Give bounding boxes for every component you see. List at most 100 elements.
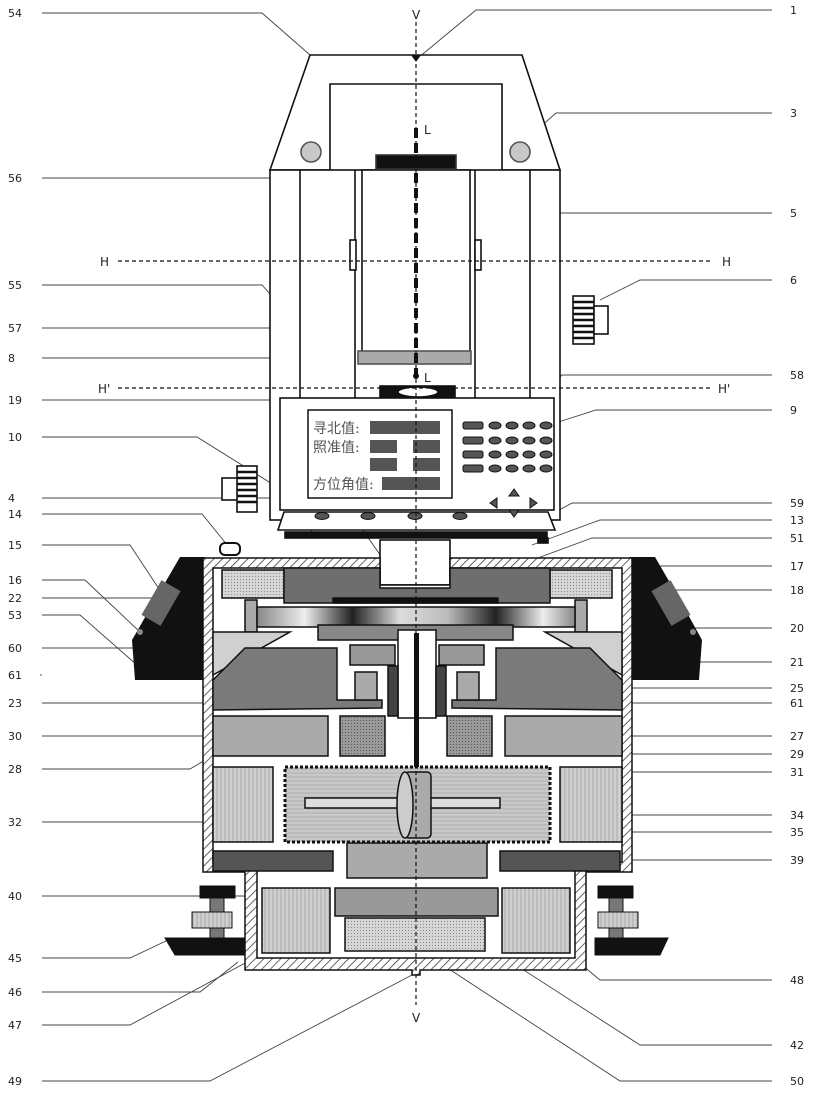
reference-label: 29 — [790, 748, 804, 761]
key[interactable] — [540, 465, 552, 472]
key[interactable] — [523, 465, 535, 472]
reference-label: 30 — [8, 730, 22, 743]
leader-line — [600, 280, 772, 300]
reference-label: 3 — [790, 107, 797, 120]
key[interactable] — [463, 422, 483, 429]
reference-label: 32 — [8, 816, 22, 829]
function-key[interactable] — [408, 513, 422, 520]
key[interactable] — [489, 422, 501, 429]
reference-label: 55 — [8, 279, 22, 292]
reference-label: 53 — [8, 609, 22, 622]
key[interactable] — [540, 437, 552, 444]
reference-label: 35 — [790, 826, 804, 839]
function-key[interactable] — [315, 513, 329, 520]
function-key[interactable] — [453, 513, 467, 520]
reference-label: 14 — [8, 508, 22, 521]
leader-line — [42, 285, 286, 312]
leader-line — [42, 514, 228, 546]
sight-value-label: 照准值: — [313, 440, 360, 456]
leveling-screw[interactable] — [598, 912, 638, 928]
leader-line — [540, 410, 772, 428]
key[interactable] — [523, 422, 535, 429]
reference-label: 5 — [790, 207, 797, 220]
axis-h-right: H — [722, 255, 731, 269]
key[interactable] — [506, 437, 518, 444]
axis-h-left: H — [100, 255, 109, 269]
leader-line — [532, 520, 772, 545]
reference-label: 61 — [8, 669, 22, 682]
reference-label: 47 — [8, 1019, 22, 1032]
leader-line — [42, 615, 137, 665]
reference-label: 15 — [8, 539, 22, 552]
reference-label: 45 — [8, 952, 22, 965]
leveling-screw[interactable] — [192, 912, 232, 928]
leader-line — [530, 375, 772, 405]
key[interactable] — [540, 451, 552, 458]
reference-label: 20 — [790, 622, 804, 635]
reference-label: 13 — [790, 514, 804, 527]
reference-label: 60 — [8, 642, 22, 655]
leader-line — [42, 975, 412, 1081]
axis-v-bottom: V — [412, 1011, 421, 1025]
reference-label: 50 — [790, 1075, 804, 1088]
housing — [203, 558, 632, 975]
reference-label: 27 — [790, 730, 804, 743]
azimuth-value-label: 方位角值: — [313, 477, 374, 493]
axis-v-top: V — [412, 8, 421, 22]
leader-line — [42, 545, 165, 598]
key[interactable] — [463, 437, 483, 444]
reference-label: 49 — [8, 1075, 22, 1088]
reference-label: 57 — [8, 322, 22, 335]
key[interactable] — [489, 451, 501, 458]
handle-screw — [301, 142, 321, 162]
key[interactable] — [506, 465, 518, 472]
leader-line — [42, 13, 318, 62]
axis-h2-right: H' — [718, 382, 730, 396]
key[interactable] — [463, 465, 483, 472]
reference-label: 28 — [8, 763, 22, 776]
reference-label: 48 — [790, 974, 804, 987]
north-value-label: 寻北值: — [313, 421, 360, 437]
reference-label: 6 — [790, 274, 797, 287]
key[interactable] — [523, 437, 535, 444]
key[interactable] — [506, 422, 518, 429]
leader-line — [42, 962, 238, 992]
reference-label: 10 — [8, 431, 22, 444]
function-key[interactable] — [361, 513, 375, 520]
reference-label: 56 — [8, 172, 22, 185]
axis-l-bottom: L — [424, 371, 431, 385]
left-knob-shaft — [222, 478, 238, 500]
reference-label: 23 — [8, 697, 22, 710]
reference-label: 21 — [790, 656, 804, 669]
key[interactable] — [523, 451, 535, 458]
reference-label: 42 — [790, 1039, 804, 1052]
leader-line — [42, 437, 306, 505]
reference-label: 16 — [8, 574, 22, 587]
reference-label: 51 — [790, 532, 804, 545]
leader-line — [418, 10, 772, 58]
key[interactable] — [506, 451, 518, 458]
reference-label: 40 — [8, 890, 22, 903]
reference-label: 59 — [790, 497, 804, 510]
handle-screw — [510, 142, 530, 162]
reference-label: 31 — [790, 766, 804, 779]
reference-label: 22 — [8, 592, 22, 605]
reference-label: 46 — [8, 986, 22, 999]
reference-label: 1 — [790, 4, 797, 17]
key[interactable] — [463, 451, 483, 458]
key[interactable] — [540, 422, 552, 429]
leader-line — [42, 940, 168, 958]
reference-label: 39 — [790, 854, 804, 867]
reference-label: 25 — [790, 682, 804, 695]
reference-label: 34 — [790, 809, 804, 822]
key[interactable] — [489, 465, 501, 472]
display-screen: 寻北值: 照准值: 方位角值: — [308, 410, 452, 498]
right-knob-shaft — [594, 306, 608, 334]
reference-label: 58 — [790, 369, 804, 382]
reference-label: 4 — [8, 492, 15, 505]
leader-line — [520, 113, 772, 145]
key[interactable] — [489, 437, 501, 444]
reference-label: 19 — [8, 394, 22, 407]
reference-label: 18 — [790, 584, 804, 597]
